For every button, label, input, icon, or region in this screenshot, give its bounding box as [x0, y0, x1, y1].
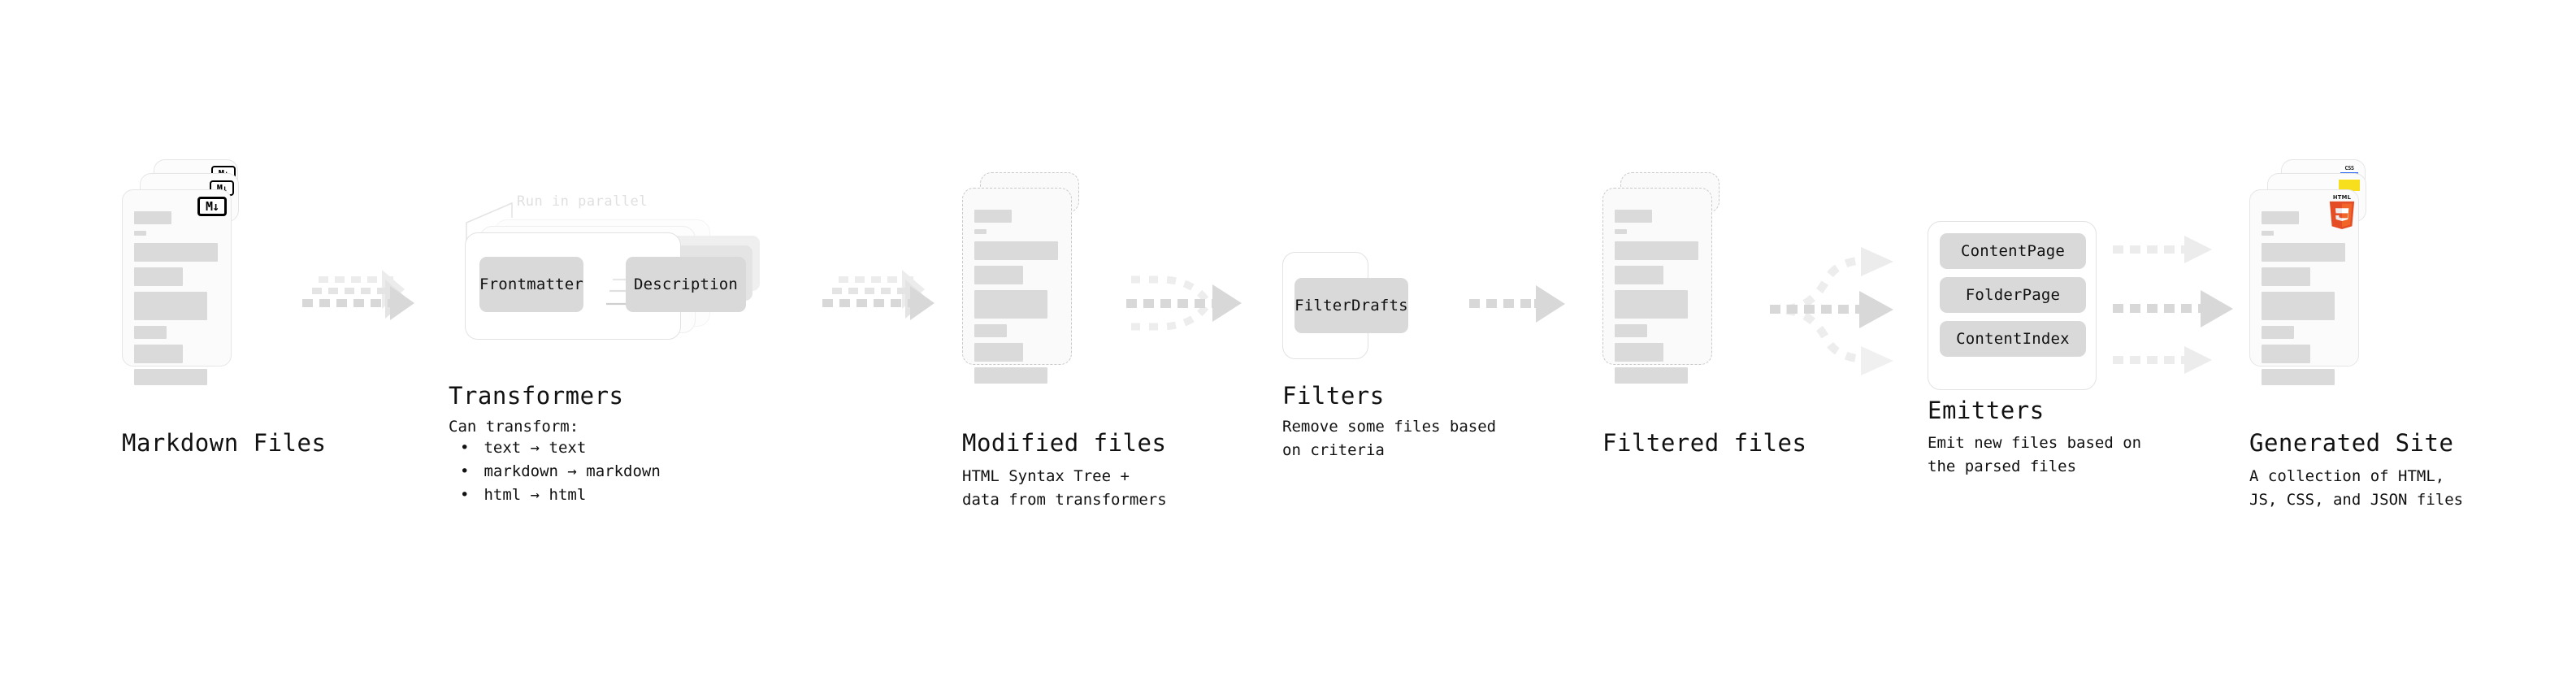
doc-bar [2262, 231, 2274, 236]
stage-title-filtered-files: Filtered files [1602, 429, 1807, 457]
doc-bar [1615, 367, 1688, 384]
emitters-chip-contentpage[interactable]: ContentPage [1940, 233, 2086, 269]
stage-desc-transformers: Can transform: [449, 418, 579, 436]
doc-bar [1615, 343, 1663, 362]
bullet-dot: • [460, 439, 470, 457]
transformers-bullet-0-label: text → text [484, 439, 587, 457]
stage-desc-modified-files: HTML Syntax Tree + data from transformer… [962, 467, 1167, 509]
doc-bar [2262, 326, 2294, 339]
connector-filters-to-filtered [1469, 285, 1565, 323]
doc-bar [134, 292, 207, 320]
stage-title-transformers: Transformers [449, 382, 624, 410]
stage-desc-filters: Remove some files based on criteria [1282, 418, 1497, 459]
connector-transformers-to-modified [822, 270, 935, 320]
transformer-chip-frontmatter-label: Frontmatter [479, 275, 584, 293]
transformer-chip-description[interactable]: Description [626, 257, 746, 312]
doc-bar [974, 241, 1058, 260]
emitters-chip-contentpage-label: ContentPage [1960, 242, 2066, 260]
stage-title-emitters: Emitters [1928, 397, 2045, 424]
transformers-bullet-1: • markdown → markdown [460, 460, 661, 484]
markdown-badge-front: M↓ [197, 197, 227, 216]
doc-bar [2262, 292, 2335, 320]
transformers-bullet-2: • html → html [460, 484, 661, 507]
generated-card-html [2249, 189, 2359, 385]
doc-bar [134, 231, 146, 236]
emitters-box: ContentPage FolderPage ContentIndex [1928, 221, 2097, 390]
doc-bar [134, 345, 183, 363]
stage-title-generated-site: Generated Site [2249, 429, 2454, 457]
js-icon [2339, 180, 2360, 191]
doc-bar [2262, 267, 2310, 286]
doc-bar [134, 211, 171, 224]
stage-desc-emitters: Emit new files based on the parsed files [1928, 434, 2142, 475]
doc-bar [974, 343, 1023, 362]
filtered-card-front [1602, 188, 1712, 384]
css-icon-label: CSS [2344, 165, 2354, 171]
stage-title-filters: Filters [1282, 382, 1385, 410]
doc-bar [974, 290, 1047, 319]
emitters-chip-folderpage-label: FolderPage [1965, 286, 2061, 304]
connector-filtered-to-emitters [1770, 247, 1893, 375]
bullet-dot: • [460, 486, 470, 504]
emitters-chip-folderpage[interactable]: FolderPage [1940, 277, 2086, 313]
connector-modified-to-filters [1126, 275, 1242, 331]
markdown-badge-front-label: M↓ [205, 198, 219, 214]
doc-bar [134, 267, 183, 286]
transformers-bullet-0: • text → text [460, 436, 661, 460]
doc-bar [1615, 266, 1663, 284]
doc-bar [1615, 290, 1688, 319]
doc-bar [974, 229, 987, 234]
stage-desc-generated-site: A collection of HTML, JS, CSS, and JSON … [2249, 467, 2464, 509]
doc-bar [1615, 210, 1652, 223]
run-in-parallel-leader [466, 202, 513, 242]
doc-bar [2262, 211, 2299, 224]
stage-title-markdown-files: Markdown Files [122, 429, 327, 457]
modified-card-front [962, 188, 1072, 384]
filters-box: FilterDrafts [1282, 252, 1408, 359]
markdown-card-front [122, 189, 232, 385]
connector-markdown-to-transformers [302, 270, 414, 320]
doc-bar [974, 266, 1023, 284]
emitters-chip-contentindex-label: ContentIndex [1956, 330, 2070, 348]
doc-bar [1615, 229, 1627, 234]
doc-bar [134, 326, 167, 339]
connector-emitters-to-site [2113, 236, 2233, 374]
doc-bar [974, 367, 1047, 384]
html5-icon: HTML [2329, 194, 2355, 229]
emitters-chip-contentindex[interactable]: ContentIndex [1940, 321, 2086, 357]
doc-bar [974, 210, 1012, 223]
doc-bar [2262, 369, 2335, 385]
filters-chip-filterdrafts[interactable]: FilterDrafts [1295, 278, 1408, 333]
doc-bar [2262, 243, 2345, 262]
transformers-bullet-2-label: html → html [484, 486, 587, 504]
doc-bar [1615, 324, 1647, 337]
transformer-chip-frontmatter[interactable]: Frontmatter [479, 257, 583, 312]
filters-chip-filterdrafts-label: FilterDrafts [1295, 297, 1408, 314]
stage-title-modified-files: Modified files [962, 429, 1167, 457]
doc-bar [134, 243, 218, 262]
transformer-chip-description-label: Description [633, 275, 739, 293]
bullet-dot: • [460, 462, 470, 480]
run-in-parallel-label: Run in parallel [517, 193, 648, 210]
doc-bar [974, 324, 1007, 337]
transformers-bullet-1-label: markdown → markdown [484, 462, 661, 480]
svg-text:HTML: HTML [2333, 194, 2352, 201]
transformers-bullet-list: • text → text • markdown → markdown • ht… [460, 436, 661, 507]
doc-bar [1615, 241, 1698, 260]
doc-bar [2262, 345, 2310, 363]
doc-bar [134, 369, 207, 385]
